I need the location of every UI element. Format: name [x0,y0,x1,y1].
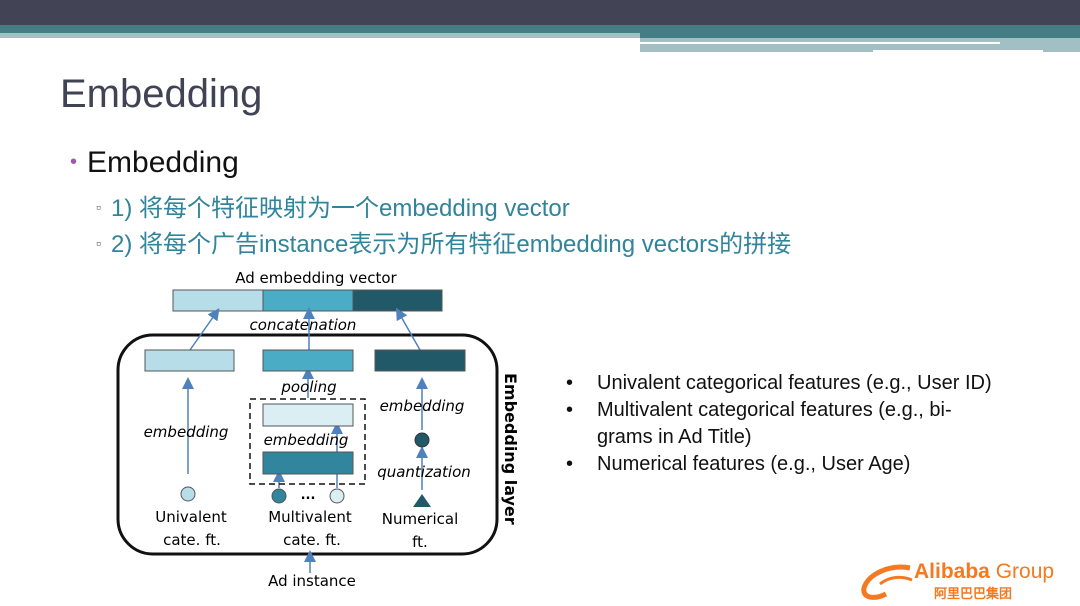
sub-bullet: ▫ 2) 将每个广告instance表示为所有特征embedding vector… [96,224,791,259]
concat-segment-univalent [172,289,264,312]
univalent-node-icon [180,486,196,502]
header-stripe [0,25,1080,33]
sub-bullet: ▫ 1) 将每个特征映射为一个embedding vector [96,188,570,223]
sub-bullet-text: 1) 将每个特征映射为一个embedding vector [110,195,570,222]
feature-bullet: • Multivalent categorical features (e.g.,… [566,397,1007,451]
feature-bullet: • Numerical features (e.g., User Age) [566,451,1047,478]
header-stripe-right [640,33,1080,38]
ad-embedding-label: Ad embedding vector [235,269,397,287]
header-band [0,0,1080,25]
ellipsis: ... [301,488,316,503]
logo-chinese: 阿里巴巴集团 [934,586,1013,601]
ad-instance-label: Ad instance [268,572,356,590]
square-bullet-icon: ▫ [96,199,101,215]
multivalent-pooled [262,349,354,372]
feature-bullet: • Univalent categorical features (e.g., U… [566,370,1047,397]
numerical-label: ft. [412,533,428,551]
sub-bullet-text: 2) 将每个广告instance表示为所有特征embedding vectors… [110,231,792,258]
univalent-label: cate. ft. [163,531,221,549]
header-stripe-light [0,33,640,38]
feature-text: Numerical features (e.g., User Age) [597,453,911,475]
header-notch [873,50,1043,53]
square-bullet-icon: ▫ [96,235,101,251]
bullet-dot-icon: • [566,372,574,394]
concat-segment-numerical [352,289,443,312]
embedding-label: embedding [144,423,229,441]
multivalent-label: Multivalent [268,508,352,526]
multivalent-emb-2 [262,451,354,475]
numerical-label: Numerical [382,510,459,528]
feature-text: Multivalent categorical features (e.g., … [597,399,952,448]
pooling-label: pooling [280,378,336,396]
header-line [640,42,1000,44]
feature-text: Univalent categorical features (e.g., Us… [597,372,992,394]
multivalent-emb-1 [262,403,354,427]
multivalent-node-icon [271,488,287,504]
arrows [182,307,428,573]
univalent-embedding [144,349,235,372]
header-stripe-right2 [640,38,1080,52]
embedding-label: embedding [264,431,349,449]
main-bullet-text: Embedding [87,146,239,179]
quantized-node-icon [414,432,430,448]
embedding-layer-label: Embedding layer [501,373,520,525]
embedding-label: embedding [380,397,465,415]
numerical-triangle-icon [413,494,431,507]
logo-group: Group [995,560,1055,583]
main-bullet: • Embedding [70,146,239,180]
univalent-label: Univalent [155,508,227,526]
concatenation-label: concatenation [250,316,357,334]
bullet-dot-icon: • [566,399,574,421]
numerical-embedding [374,349,466,372]
multivalent-label: cate. ft. [283,531,341,549]
quantization-label: quantization [377,463,471,481]
concat-segment-multivalent [262,289,354,312]
bullet-dot-icon: • [566,453,574,475]
logo-name: Alibaba [914,560,990,583]
alibaba-smile-icon [861,564,913,600]
bullet-dot-icon: • [70,151,78,173]
page-title: Embedding [60,72,263,116]
multivalent-node-icon [329,488,345,504]
